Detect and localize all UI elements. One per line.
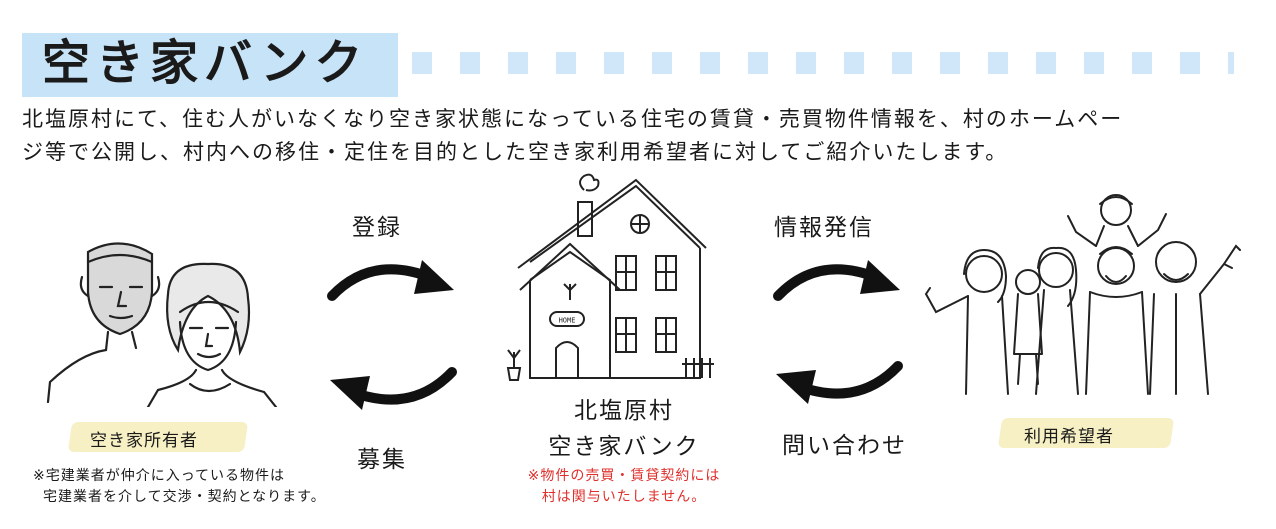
house-sign-label: HOME: [559, 317, 576, 325]
decorative-square: [796, 52, 816, 74]
decorative-square: [412, 52, 432, 74]
title-banner: [22, 33, 398, 97]
recruit-arrow-icon: [330, 367, 457, 410]
decorative-square: [652, 52, 672, 74]
applicant-label: 利用希望者: [1024, 427, 1114, 447]
decorative-square: [604, 52, 624, 74]
decorative-square: [844, 52, 864, 74]
decorative-square: [1132, 52, 1152, 74]
owners-illustration: [46, 242, 278, 407]
decorative-square: [892, 52, 912, 74]
center-name-line-2: 空き家バンク: [548, 434, 700, 460]
center-note-line-2: 村は関与いたしません。: [541, 489, 707, 505]
intro-line-2: ジ等で公開し、村内への移住・定住を目的とした空き家利用希望者に対してご紹介いたし…: [22, 140, 1009, 164]
page-title: 空き家バンク: [42, 35, 369, 91]
decorative-square: [1036, 52, 1056, 74]
decorative-square: [700, 52, 720, 74]
decorative-square: [1180, 52, 1200, 74]
decorative-square: [988, 52, 1008, 74]
decorative-square: [1228, 52, 1234, 74]
intro-line-1: 北塩原村にて、住む人がいなくなり空き家状態になっている住宅の賃貸・売買物件情報を…: [22, 107, 1124, 131]
owner-label: 空き家所有者: [90, 431, 198, 451]
inquiry-label: 問い合わせ: [782, 433, 907, 459]
owner-note-line-1: ※宅建業者が仲介に入っている物件は: [33, 468, 286, 484]
register-arrow-icon: [327, 260, 454, 301]
register-label: 登録: [352, 215, 402, 241]
owner-note: ※宅建業者が仲介に入っている物件は 宅建業者を介して交渉・契約となります。: [33, 466, 326, 508]
decorative-square: [748, 52, 768, 74]
recruit-label: 募集: [357, 447, 407, 473]
info-send-label: 情報発信: [774, 215, 874, 241]
decorative-squares: [412, 52, 1258, 74]
house-illustration: HOME: [506, 173, 714, 381]
owner-note-line-2: 宅建業者を介して交渉・契約となります。: [43, 489, 326, 505]
center-name: 北塩原村 空き家バンク: [504, 393, 744, 465]
center-note: ※物件の売買・賃貸契約には 村は関与いたしません。: [484, 466, 764, 508]
family-illustration: [924, 194, 1241, 395]
info-send-arrow-icon: [773, 260, 900, 301]
center-note-line-1: ※物件の売買・賃貸契約には: [527, 468, 721, 484]
decorative-square: [556, 52, 576, 74]
decorative-square: [940, 52, 960, 74]
decorative-square: [1084, 52, 1104, 74]
decorative-square: [508, 52, 528, 74]
intro-text: 北塩原村にて、住む人がいなくなり空き家状態になっている住宅の賃貸・売買物件情報を…: [22, 103, 1262, 169]
center-name-line-1: 北塩原村: [574, 398, 674, 424]
inquiry-arrow-icon: [776, 361, 903, 404]
decorative-square: [460, 52, 480, 74]
